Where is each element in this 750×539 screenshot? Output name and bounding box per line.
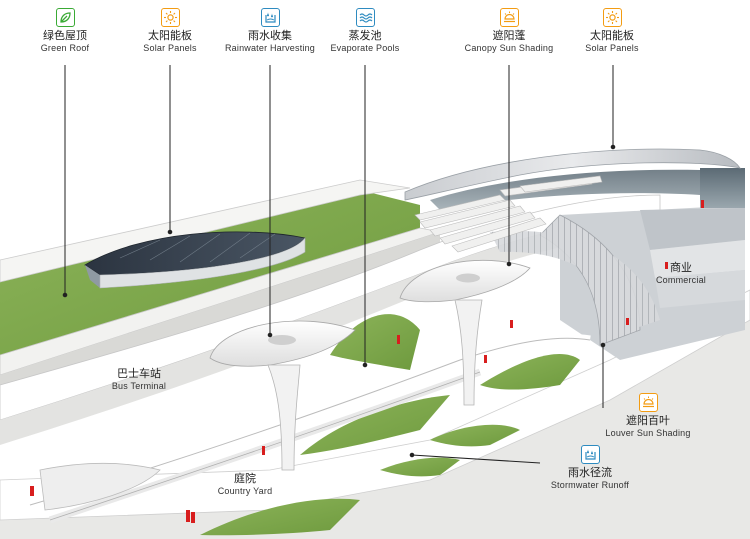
label-canopy-sun-shading-en: Canopy Sun Shading xyxy=(464,42,554,53)
upper-canopy-shell xyxy=(404,148,741,253)
label-courtyard-en: Country Yard xyxy=(217,485,273,496)
label-green-roof: 绿色屋顶 Green Roof xyxy=(32,8,98,53)
label-solar-panels-left: 太阳能板 Solar Panels xyxy=(136,8,204,53)
label-solar-panels-right: 太阳能板 Solar Panels xyxy=(578,8,646,53)
rainwater-icon xyxy=(580,445,600,464)
label-louver-sun-shading: 遮阳百叶 Louver Sun Shading xyxy=(598,393,698,438)
leader-lines xyxy=(62,65,616,464)
leaf-icon xyxy=(55,8,75,27)
label-solar-panels-left-zh: 太阳能板 xyxy=(148,29,192,42)
trumpet-column-left xyxy=(209,320,356,471)
label-bus-terminal-zh: 巴士车站 xyxy=(117,367,161,380)
trumpet-column-right xyxy=(399,259,531,406)
sun-icon xyxy=(160,8,180,27)
waves-icon xyxy=(355,8,375,27)
label-green-roof-zh: 绿色屋顶 xyxy=(43,29,87,42)
label-commercial-en: Commercial xyxy=(655,274,706,285)
label-commercial-zh: 商业 xyxy=(670,261,692,274)
label-canopy-sun-shading: 遮阳蓬 Canopy Sun Shading xyxy=(458,8,560,53)
sun-shade-icon xyxy=(638,393,658,412)
label-evaporate-pools: 蒸发池 Evaporate Pools xyxy=(325,8,405,53)
rainwater-icon xyxy=(260,8,280,27)
label-rainwater-harvesting: 雨水收集 Rainwater Harvesting xyxy=(220,8,320,53)
label-commercial: 商业 Commercial xyxy=(650,261,712,285)
solar-panel-pod xyxy=(84,231,306,289)
label-solar-panels-right-zh: 太阳能板 xyxy=(590,29,634,42)
label-stormwater-runoff: 雨水径流 Stormwater Runoff xyxy=(540,445,640,490)
label-evaporate-pools-en: Evaporate Pools xyxy=(330,42,400,53)
label-courtyard: 庭院 Country Yard xyxy=(212,472,278,496)
commercial-building xyxy=(490,168,745,360)
label-stormwater-runoff-zh: 雨水径流 xyxy=(568,466,612,479)
label-rainwater-harvesting-en: Rainwater Harvesting xyxy=(224,42,316,53)
label-bus-terminal-en: Bus Terminal xyxy=(111,380,167,391)
label-green-roof-en: Green Roof xyxy=(40,42,90,53)
interior-gardens xyxy=(200,314,580,536)
sun-shade-icon xyxy=(499,8,519,27)
sun-icon xyxy=(602,8,622,27)
bus-terminal-ramps xyxy=(28,333,591,524)
label-bus-terminal: 巴士车站 Bus Terminal xyxy=(106,367,172,391)
label-solar-panels-left-en: Solar Panels xyxy=(143,42,197,53)
people-figures xyxy=(30,200,704,523)
label-solar-panels-right-en: Solar Panels xyxy=(585,42,639,53)
label-louver-sun-shading-en: Louver Sun Shading xyxy=(605,427,691,438)
label-stormwater-runoff-en: Stormwater Runoff xyxy=(550,479,630,490)
label-louver-sun-shading-zh: 遮阳百叶 xyxy=(626,414,670,427)
label-canopy-sun-shading-zh: 遮阳蓬 xyxy=(492,29,526,42)
label-rainwater-harvesting-zh: 雨水收集 xyxy=(248,29,292,42)
label-courtyard-zh: 庭院 xyxy=(234,472,256,485)
label-evaporate-pools-zh: 蒸发池 xyxy=(348,29,382,42)
